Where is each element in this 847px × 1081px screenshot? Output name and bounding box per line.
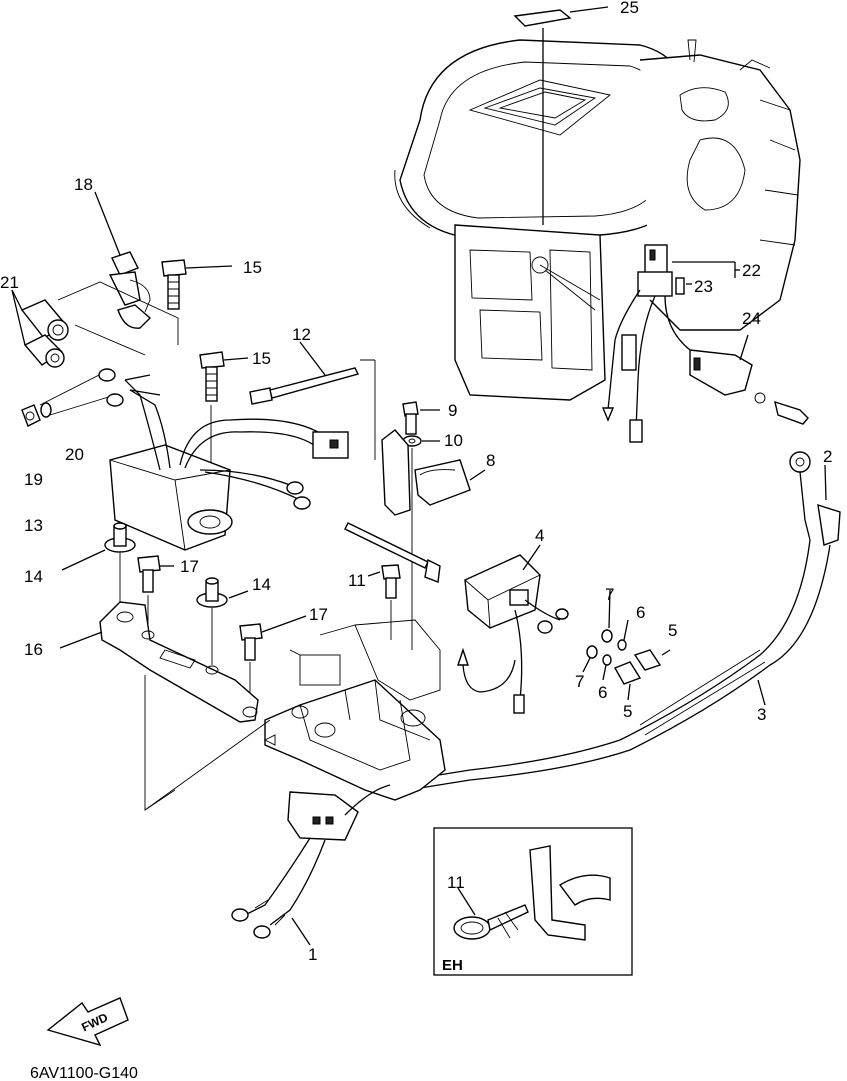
callout-9: 9 xyxy=(448,401,457,420)
callout-16: 16 xyxy=(24,640,43,659)
part-2-3-battery-cable xyxy=(419,451,841,789)
callout-23: 23 xyxy=(694,277,713,296)
callout-25: 25 xyxy=(620,0,639,17)
part-1-lead-wires xyxy=(231,784,391,946)
part-16-plate xyxy=(59,601,259,723)
inset-label: EH xyxy=(442,957,463,974)
callout-14b: 14 xyxy=(252,575,271,594)
callout-7a: 7 xyxy=(605,585,614,604)
callout-2: 2 xyxy=(823,447,832,466)
part-8-9-10-bracket xyxy=(360,359,486,650)
callout-6a: 6 xyxy=(636,603,645,622)
part-11-cable-tie xyxy=(344,522,441,640)
callout-22: 22 xyxy=(742,261,761,280)
callout-5a: 5 xyxy=(668,621,677,640)
part-17-bolts xyxy=(137,555,307,705)
callout-24: 24 xyxy=(742,309,761,328)
callout-19: 19 xyxy=(24,470,43,489)
callout-15a: 15 xyxy=(243,258,262,277)
callout-20: 20 xyxy=(65,445,84,464)
callout-1: 1 xyxy=(308,945,317,964)
callout-17b: 17 xyxy=(309,605,328,624)
callout-labels: 1 2 3 4 5 5 6 6 7 7 8 9 10 11 11 12 13 1… xyxy=(0,0,832,964)
inset-eh xyxy=(433,827,633,976)
callout-12: 12 xyxy=(292,325,311,344)
leader-lines xyxy=(144,675,271,811)
callout-14a: 14 xyxy=(24,567,43,586)
callout-13: 13 xyxy=(24,516,43,535)
callout-5b: 5 xyxy=(623,702,632,721)
part-25-clip xyxy=(513,6,609,225)
callout-18: 18 xyxy=(74,175,93,194)
callout-10: 10 xyxy=(444,431,463,450)
callout-3: 3 xyxy=(757,705,766,724)
part-15-bolt-upper xyxy=(161,259,233,310)
lower-mount-bracket xyxy=(263,619,446,801)
engine-block-illustration xyxy=(394,39,801,401)
part-21-grommets xyxy=(11,281,179,368)
callout-15b: 15 xyxy=(252,349,271,368)
fwd-arrow-icon xyxy=(46,997,129,1047)
part-12-cable-tie xyxy=(249,341,360,405)
part-19-20-washers xyxy=(21,368,124,427)
callout-8: 8 xyxy=(486,451,495,470)
callout-17a: 17 xyxy=(180,557,199,576)
part-22-23-connector xyxy=(601,244,740,443)
part-18-clamp xyxy=(94,191,152,329)
part-4-regulator xyxy=(457,544,569,714)
part-13-cdi-unit xyxy=(109,374,349,551)
part-24-bracket xyxy=(689,334,809,425)
part-5-6-7-hardware xyxy=(582,589,671,701)
callout-6b: 6 xyxy=(598,683,607,702)
callout-7b: 7 xyxy=(575,672,584,691)
callout-11-inset: 11 xyxy=(447,873,465,892)
part-14-collars xyxy=(61,522,249,665)
figure-code: 6AV1100-G140 xyxy=(30,1065,138,1081)
callout-21: 21 xyxy=(0,273,19,292)
callout-4: 4 xyxy=(535,526,544,545)
callout-11: 11 xyxy=(348,571,366,590)
